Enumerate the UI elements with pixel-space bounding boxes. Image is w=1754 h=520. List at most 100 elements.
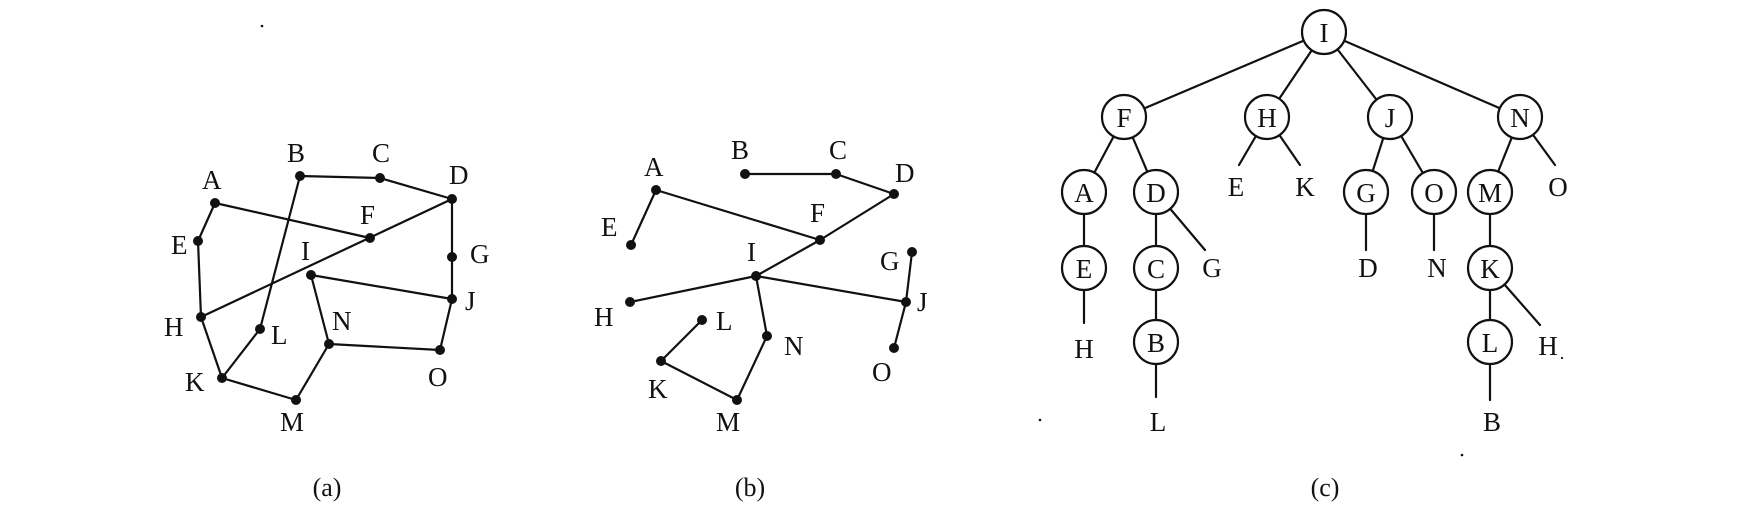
label-b-N: N bbox=[784, 331, 804, 361]
scan-specks bbox=[260, 24, 1564, 457]
vertex-m bbox=[291, 395, 301, 405]
edge-b-k-l bbox=[659, 318, 704, 363]
label-a-H: H bbox=[164, 312, 184, 342]
panel-a-labels: A B C D E F G H I J K L M N O bbox=[164, 138, 490, 437]
label-a-O: O bbox=[428, 362, 448, 392]
tree-node-D-label: D bbox=[1146, 178, 1166, 208]
label-b-D: D bbox=[895, 158, 915, 188]
panel-b: A B C D E F G H I J K L M N O (b) bbox=[594, 135, 928, 502]
tree-node-B-label: B bbox=[1147, 328, 1165, 358]
vertex-l bbox=[255, 324, 265, 334]
vertex-b-i bbox=[751, 271, 761, 281]
tree-node-E: E bbox=[1060, 244, 1108, 292]
tree-node-K-label: K bbox=[1480, 254, 1500, 284]
caption-c: (c) bbox=[1311, 473, 1340, 502]
vertex-b-g bbox=[907, 247, 917, 257]
edge-b-n-m bbox=[735, 334, 769, 402]
tree-node-M: M bbox=[1466, 168, 1514, 216]
vertex-b-f bbox=[815, 235, 825, 245]
label-a-K: K bbox=[185, 367, 205, 397]
tree-node-H-label: H bbox=[1257, 103, 1277, 133]
label-b-H: H bbox=[594, 302, 614, 332]
tree-node-L-label: L bbox=[1482, 328, 1499, 358]
tree-node-H: H bbox=[1243, 93, 1291, 141]
tree-node-L: L bbox=[1466, 318, 1514, 366]
edge-b-i-h bbox=[628, 274, 758, 304]
vertex-n bbox=[324, 339, 334, 349]
tree-node-O-label: O bbox=[1424, 178, 1444, 208]
vertex-i bbox=[306, 270, 316, 280]
edge-b-m-k bbox=[659, 359, 739, 402]
panel-b-vertex-dots bbox=[625, 169, 917, 405]
tree-node-A: A bbox=[1060, 168, 1108, 216]
vertex-f bbox=[365, 233, 375, 243]
tree-node-N: N bbox=[1496, 93, 1544, 141]
tree-node-J: J bbox=[1366, 93, 1414, 141]
vertex-j bbox=[447, 294, 457, 304]
tree-node-B: B bbox=[1132, 318, 1180, 366]
tree-leaf-L: L bbox=[1150, 407, 1167, 437]
tree-edge-i-f bbox=[1122, 30, 1326, 119]
label-a-N: N bbox=[332, 306, 352, 336]
panel-b-labels: A B C D E F G H I J K L M N O bbox=[594, 135, 928, 437]
vertex-b-k bbox=[656, 356, 666, 366]
label-a-G: G bbox=[470, 239, 490, 269]
vertex-b-e bbox=[626, 240, 636, 250]
edge-b-c-d bbox=[834, 172, 896, 196]
tree-node-O: O bbox=[1410, 168, 1458, 216]
vertex-b-d bbox=[889, 189, 899, 199]
edge-c-d bbox=[378, 176, 454, 201]
tree-leaf-H-right: H bbox=[1538, 331, 1558, 361]
tree-leaf-E: E bbox=[1228, 172, 1245, 202]
panel-c: I F H J N A D bbox=[1060, 8, 1568, 502]
vertex-b-m bbox=[732, 395, 742, 405]
label-a-C: C bbox=[372, 138, 390, 168]
vertex-b-a bbox=[651, 185, 661, 195]
tree-node-J-label: J bbox=[1385, 103, 1396, 133]
tree-node-E-label: E bbox=[1076, 254, 1093, 284]
vertex-b-l bbox=[697, 315, 707, 325]
edge-b-c bbox=[298, 174, 382, 180]
vertex-b-o bbox=[889, 343, 899, 353]
edge-b-i-n bbox=[754, 274, 769, 338]
edge-j-o bbox=[438, 297, 454, 352]
vertex-a bbox=[210, 198, 220, 208]
label-a-L: L bbox=[271, 320, 288, 350]
tree-leaf-H-left: H bbox=[1074, 334, 1094, 364]
tree-node-G: G bbox=[1342, 168, 1390, 216]
label-a-A: A bbox=[202, 165, 222, 195]
edge-b-l bbox=[258, 174, 302, 331]
vertex-b-c bbox=[831, 169, 841, 179]
tree-leaf-G: G bbox=[1202, 253, 1222, 283]
tree-node-C-label: C bbox=[1147, 254, 1165, 284]
panel-a: A B C D E F G H I J K L M N O (a) bbox=[164, 138, 490, 502]
edge-i-j bbox=[309, 273, 454, 301]
vertex-b bbox=[295, 171, 305, 181]
label-b-F: F bbox=[810, 198, 825, 228]
vertex-g bbox=[447, 252, 457, 262]
tree-node-F: F bbox=[1100, 93, 1148, 141]
edge-n-m bbox=[294, 342, 331, 402]
label-b-K: K bbox=[648, 374, 668, 404]
edge-b-g-j bbox=[904, 250, 914, 304]
vertex-d bbox=[447, 194, 457, 204]
vertex-o bbox=[435, 345, 445, 355]
panel-a-vertex-dots bbox=[193, 171, 457, 405]
edge-n-i bbox=[309, 273, 331, 346]
tree-leaf-O: O bbox=[1548, 172, 1568, 202]
tree-node-F-label: F bbox=[1116, 103, 1131, 133]
caption-b: (b) bbox=[735, 473, 765, 502]
vertex-h bbox=[196, 312, 206, 322]
tree-leaf-N: N bbox=[1427, 253, 1447, 283]
tree-node-K: K bbox=[1466, 244, 1514, 292]
vertex-b-j bbox=[901, 297, 911, 307]
panel-c-plain-labels: E K G D N O H L H B bbox=[1074, 172, 1568, 437]
label-a-I: I bbox=[301, 236, 310, 266]
tree-node-N-label: N bbox=[1510, 103, 1530, 133]
panel-a-edges bbox=[196, 174, 454, 402]
label-b-M: M bbox=[716, 407, 740, 437]
label-b-G: G bbox=[880, 246, 900, 276]
vertex-c bbox=[375, 173, 385, 183]
tree-leaf-D: D bbox=[1358, 253, 1378, 283]
